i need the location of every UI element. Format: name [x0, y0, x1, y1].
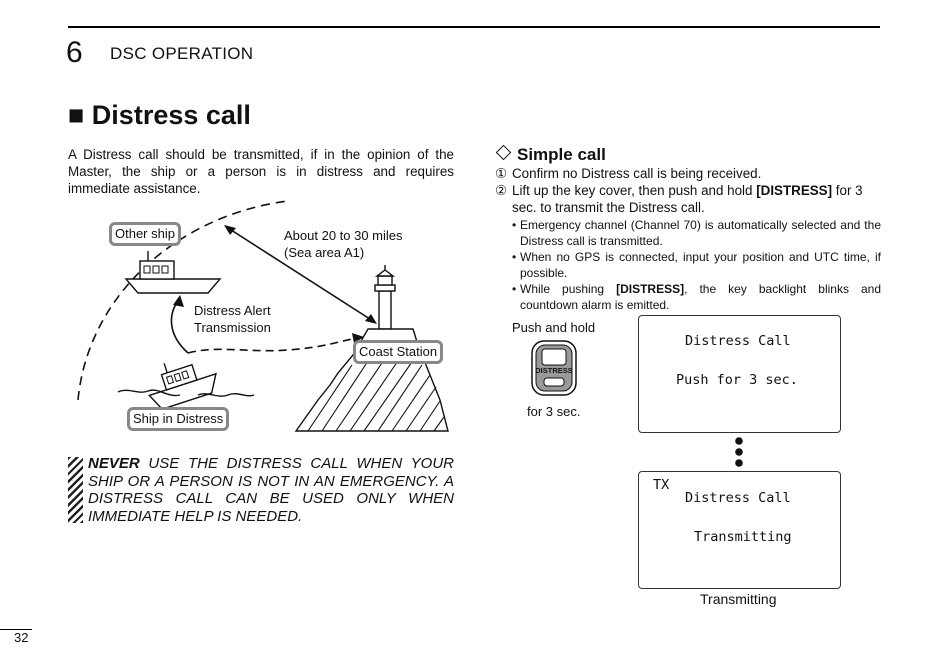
step-number: ② — [495, 183, 508, 198]
waves — [117, 389, 181, 397]
step-text: Confirm no Distress call is being receiv… — [512, 166, 762, 181]
bullet-item: •While pushing [DISTRESS], the key backl… — [512, 282, 881, 312]
simple-call-label: Simple call — [517, 145, 606, 164]
diamond-icon — [495, 144, 512, 161]
header-rule — [68, 26, 880, 28]
step-text-post: for 3 sec. to transmit the Distress call… — [512, 183, 863, 215]
distress-key-label: DISTRESS — [535, 366, 573, 375]
page-number: 32 — [14, 630, 29, 645]
step-1: ① Confirm no Distress call is being rece… — [495, 165, 881, 182]
chapter-number: 6 — [66, 36, 83, 69]
step-2: ② Lift up the key cover, then push and h… — [495, 182, 881, 216]
range-arrow — [227, 227, 374, 322]
label-alert-line1: Distress Alert — [194, 303, 271, 318]
lcd2-line2: Transmitting — [694, 529, 792, 545]
bullet-text-pre: While pushing — [520, 282, 617, 296]
alert-arrow-coast — [187, 337, 359, 354]
lcd2-line1: Distress Call — [685, 490, 791, 506]
lcd-screen-1: Distress Call Push for 3 sec. — [638, 315, 841, 433]
section-title: ■ Distress call — [68, 100, 251, 130]
warning-box: NEVER USE THE DISTRESS CALL WHEN YOUR SH… — [68, 455, 458, 529]
lighthouse-icon — [374, 265, 396, 330]
bullet-text: Emergency channel (Channel 70) is automa… — [520, 218, 881, 248]
step-key: [DISTRESS] — [756, 183, 833, 198]
simple-call-steps: ① Confirm no Distress call is being rece… — [495, 165, 881, 313]
label-ship-in-distress: Ship in Distress — [127, 407, 230, 431]
intro-paragraph: A Distress call should be transmitted, i… — [68, 147, 454, 197]
distress-key-icon — [531, 340, 577, 396]
step-text-pre: Lift up the key cover, then push and hol… — [512, 183, 757, 198]
label-alert-line2: Transmission — [194, 320, 271, 335]
alert-arrow-up — [170, 300, 189, 354]
step-number: ① — [495, 166, 508, 181]
lcd-screen-2: TX Distress Call Transmitting — [638, 471, 841, 589]
bullet-item: •Emergency channel (Channel 70) is autom… — [512, 218, 881, 248]
label-range-line2: (Sea area A1) — [284, 245, 365, 260]
push-hold-label: Push and hold — [512, 320, 596, 335]
warning-text: NEVER USE THE DISTRESS CALL WHEN YOUR SH… — [88, 455, 454, 525]
chapter-title: DSC OPERATION — [110, 44, 254, 63]
warning-lead: NEVER — [88, 455, 140, 472]
for-3sec-label: for 3 sec. — [527, 404, 581, 419]
page-number-rule — [0, 629, 32, 630]
bullet-text-post: , the key backlight blinks and countdown… — [520, 282, 881, 312]
simple-call-title: Simple call — [495, 144, 606, 165]
bullet-text: When no GPS is connected, input your pos… — [520, 250, 881, 280]
label-range-line1: About 20 to 30 miles — [284, 228, 403, 243]
warning-body: USE THE DISTRESS CALL WHEN YOUR SHIP OR … — [88, 455, 454, 525]
warning-hatch — [68, 457, 83, 523]
bullet-key: [DISTRESS] — [616, 282, 685, 296]
distress-ship-icon — [148, 363, 217, 410]
sequence-dots — [735, 437, 743, 467]
bullet-item: •When no GPS is connected, input your po… — [512, 250, 881, 280]
other-ship-icon — [124, 251, 222, 294]
lcd1-line1: Distress Call — [685, 333, 791, 349]
transmitting-caption: Transmitting — [700, 591, 777, 607]
lcd2-tx: TX — [653, 477, 670, 493]
label-other-ship: Other ship — [109, 222, 181, 246]
bullet-list: •Emergency channel (Channel 70) is autom… — [495, 217, 881, 313]
label-coast-station: Coast Station — [353, 340, 444, 364]
lcd1-line2: Push for 3 sec. — [676, 372, 798, 388]
